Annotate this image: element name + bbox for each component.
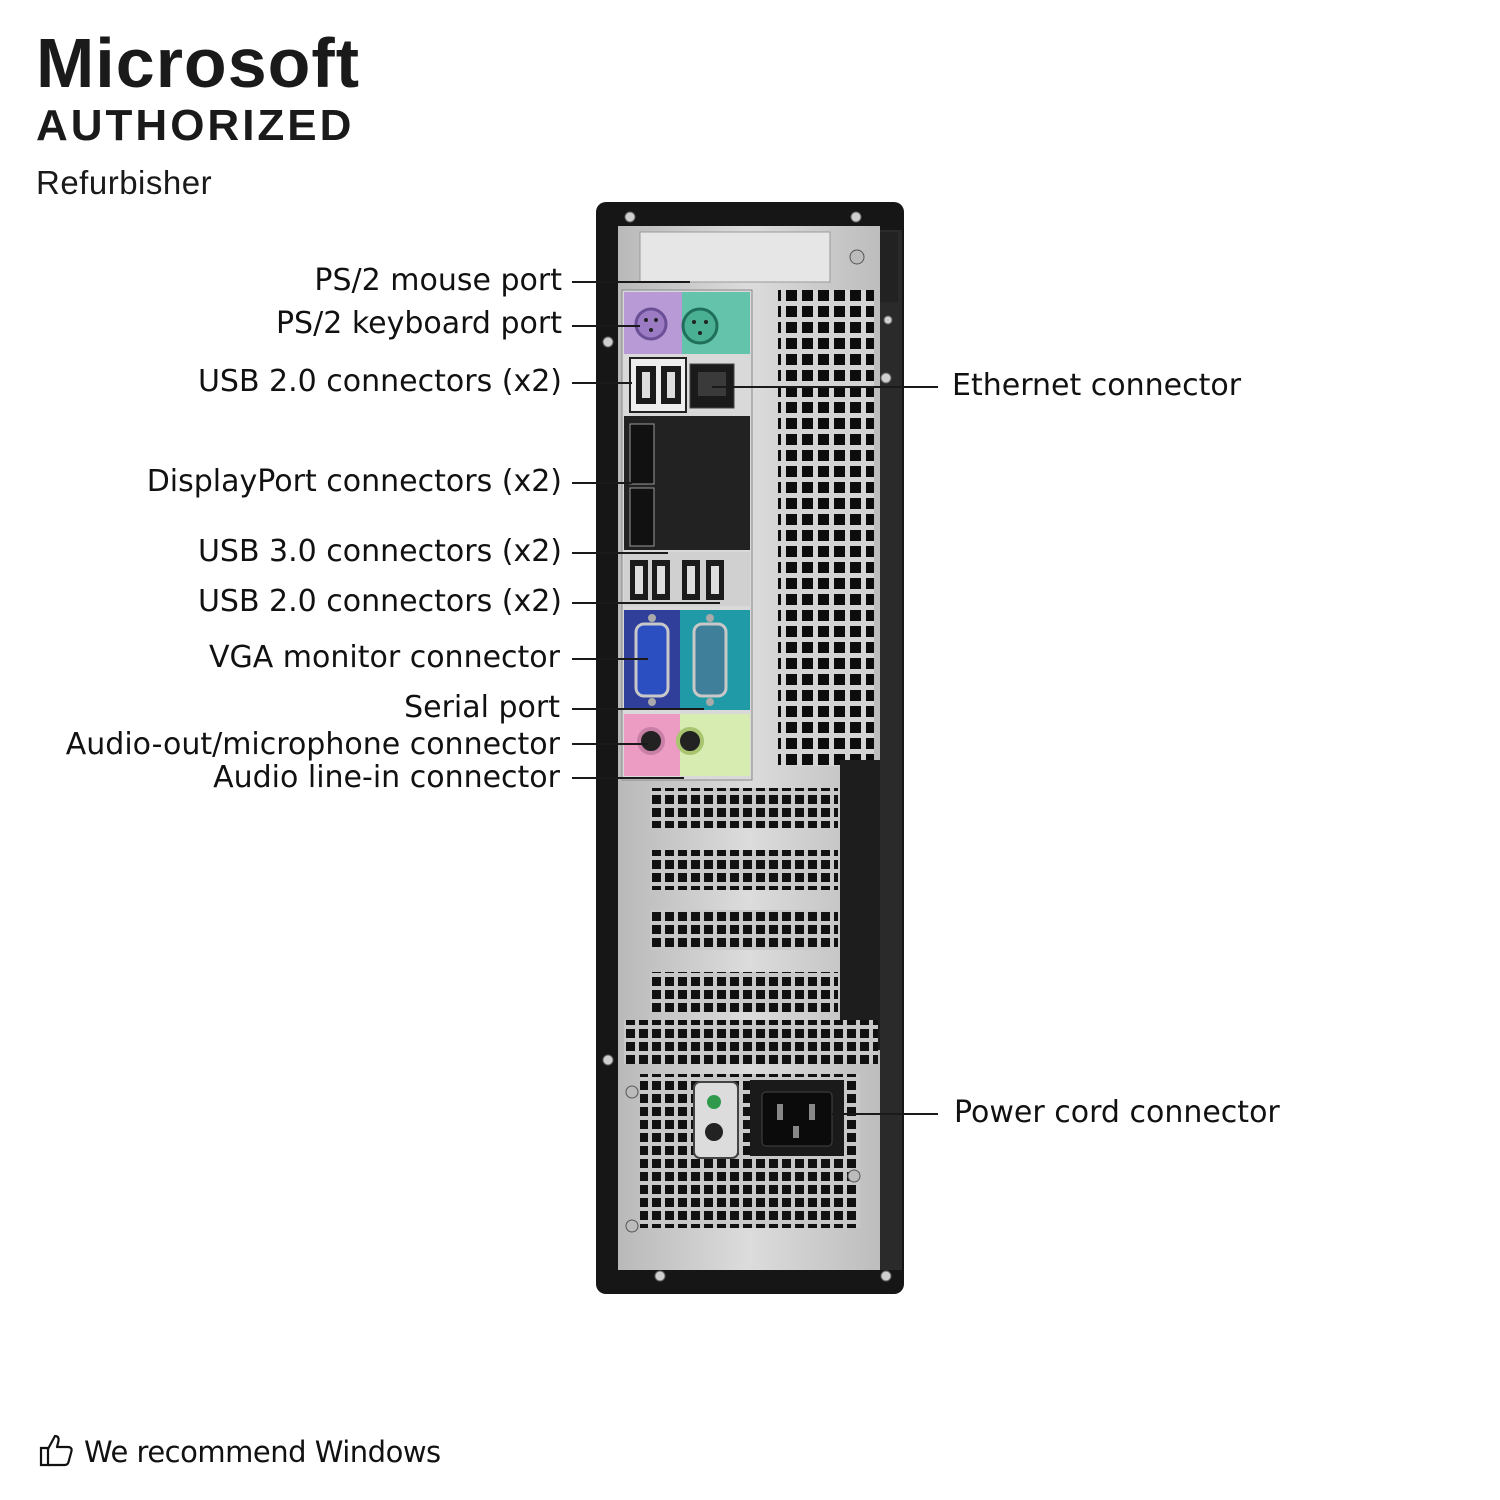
label-usb20-top: USB 2.0 connectors (x2) xyxy=(197,364,562,399)
label-ethernet: Ethernet connector xyxy=(952,368,1242,403)
label-serial: Serial port xyxy=(404,690,560,725)
leader-line xyxy=(572,777,684,779)
serial-port xyxy=(692,622,728,698)
label-usb20-bottom: USB 2.0 connectors (x2) xyxy=(197,584,562,619)
microsoft-authorized-badge: Microsoft AUTHORIZED Refurbisher xyxy=(36,28,360,202)
leader-line xyxy=(832,1113,938,1115)
ps2-keyboard-port xyxy=(634,307,668,341)
badge-line-authorized: AUTHORIZED xyxy=(36,101,355,150)
audio-in-jack xyxy=(676,727,704,755)
leader-line xyxy=(572,281,690,283)
leader-line xyxy=(572,602,720,604)
badge-line-microsoft: Microsoft xyxy=(36,24,360,102)
audio-out-jack xyxy=(637,727,665,755)
label-power: Power cord connector xyxy=(954,1095,1280,1130)
vga-port xyxy=(634,622,670,698)
leader-line xyxy=(572,552,668,554)
label-ps2-mouse: PS/2 mouse port xyxy=(314,263,562,298)
label-audio-in: Audio line-in connector xyxy=(213,760,560,795)
leader-line xyxy=(572,658,648,660)
label-audio-out: Audio-out/microphone connector xyxy=(65,727,560,762)
upper-vent-grille xyxy=(778,290,874,766)
label-usb30: USB 3.0 connectors (x2) xyxy=(197,534,562,569)
leader-line xyxy=(572,708,704,710)
leader-line xyxy=(572,382,632,384)
footer-text: We recommend Windows xyxy=(84,1435,441,1469)
ps2-mouse-port xyxy=(681,307,719,345)
leader-line xyxy=(712,386,938,388)
badge-line-refurbisher: Refurbisher xyxy=(36,164,213,201)
footer-recommendation: We recommend Windows xyxy=(38,1432,441,1472)
label-vga: VGA monitor connector xyxy=(208,640,560,675)
leader-line xyxy=(572,325,640,327)
thumbs-up-icon xyxy=(38,1432,74,1472)
leader-line xyxy=(572,743,648,745)
leader-line xyxy=(572,482,632,484)
label-displayport: DisplayPort connectors (x2) xyxy=(146,464,562,499)
displayport-port xyxy=(629,487,655,547)
label-ps2-keyboard: PS/2 keyboard port xyxy=(275,306,562,341)
expansion-slots xyxy=(624,788,878,1064)
displayport-port xyxy=(629,423,655,485)
